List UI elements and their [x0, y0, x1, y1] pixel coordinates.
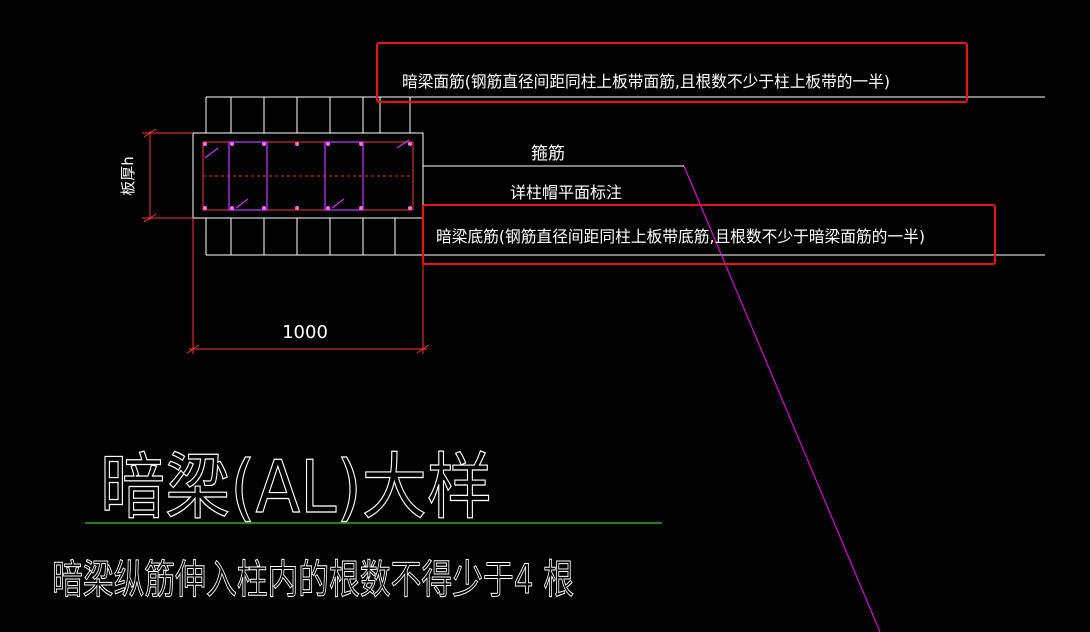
- drawing-note: 暗梁纵筋伸入柱内的根数不得少于4 根: [52, 557, 574, 603]
- bottom-rebar-label[interactable]: 暗梁底筋(钢筋直径间距同柱上板带底筋,且根数不少于暗梁面筋的一半): [436, 227, 925, 246]
- leader-lines: [423, 165, 881, 632]
- rebar-cage: [202, 141, 414, 211]
- top-rebar-highlight: [376, 42, 968, 103]
- stirrup-label[interactable]: 箍筋: [531, 144, 565, 164]
- top-rebar-label[interactable]: 暗梁面筋(钢筋直径间距同柱上板带面筋,且根数不少于柱上板带的一半): [402, 72, 890, 91]
- stirrup-leader-diagonal: [683, 165, 881, 632]
- stirrup-note-label: 详柱帽平面标注: [510, 183, 622, 202]
- slab-thickness-label: 板厚h: [119, 156, 137, 196]
- thickness-dimension: [142, 128, 193, 223]
- stirrup-2: [324, 141, 364, 211]
- stirrups: [204, 139, 410, 211]
- rebar-dots: [203, 142, 412, 210]
- bottom-rebar-highlight: [422, 204, 996, 265]
- stirrup-1: [228, 141, 268, 211]
- slab-lines: [205, 96, 1045, 256]
- beam-outline: [192, 132, 424, 219]
- drawing-title: 暗梁(AL)大样: [100, 445, 492, 529]
- width-dimension-label: 1000: [282, 322, 328, 343]
